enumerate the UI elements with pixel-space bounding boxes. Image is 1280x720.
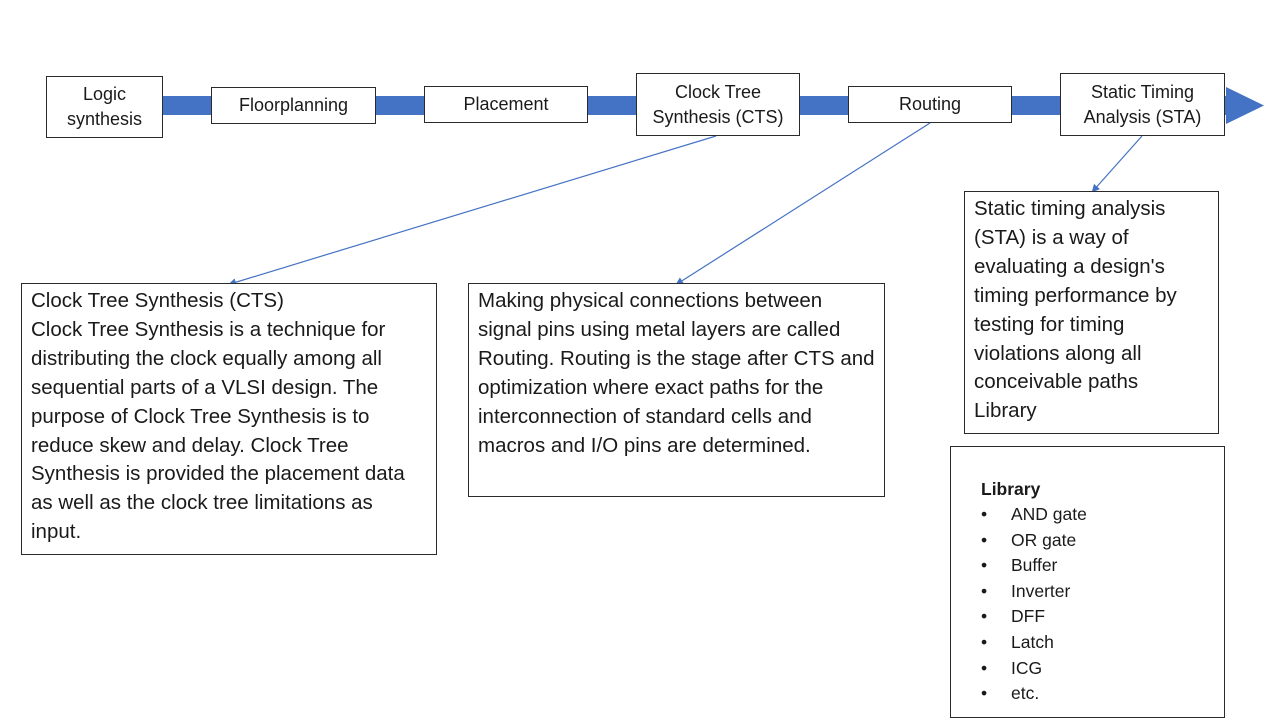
- stage-label: Static Timing Analysis (STA): [1083, 81, 1202, 127]
- library-item: ICG: [981, 656, 1224, 682]
- sta-description-box: Static timing analysis (STA) is a way of…: [964, 191, 1219, 434]
- stage-logic-synthesis: Logic synthesis: [46, 76, 163, 138]
- stage-placement: Placement: [424, 86, 588, 123]
- stage-routing: Routing: [848, 86, 1012, 123]
- cts-description-title: Clock Tree Synthesis (CTS): [31, 289, 284, 312]
- stage-label: Routing: [898, 94, 962, 114]
- library-item: Inverter: [981, 579, 1224, 605]
- routing-description-text: Making physical connections between sign…: [478, 289, 875, 457]
- stage-label: Clock Tree Synthesis (CTS): [652, 81, 784, 127]
- library-box: Library AND gate OR gate Buffer Inverter…: [950, 446, 1225, 718]
- library-list: AND gate OR gate Buffer Inverter DFF Lat…: [981, 502, 1224, 707]
- library-item: OR gate: [981, 528, 1224, 554]
- library-item: DFF: [981, 604, 1224, 630]
- stage-floorplanning: Floorplanning: [211, 87, 376, 124]
- routing-description-box: Making physical connections between sign…: [468, 283, 885, 497]
- stage-label: Logic synthesis: [66, 84, 143, 129]
- stage-label: Placement: [463, 94, 549, 114]
- stage-static-timing-analysis: Static Timing Analysis (STA): [1060, 73, 1225, 136]
- connector-cts-to-description: [228, 135, 717, 287]
- library-item: Latch: [981, 630, 1224, 656]
- sta-description-footer: Library: [974, 399, 1037, 423]
- library-item: AND gate: [981, 502, 1224, 528]
- sta-description-text: Static timing analysis (STA) is a way of…: [974, 197, 1177, 394]
- process-flow-arrowhead: [1226, 87, 1264, 124]
- connector-sta-to-description: [1091, 135, 1143, 193]
- stage-label: Floorplanning: [238, 95, 349, 115]
- stage-clock-tree-synthesis: Clock Tree Synthesis (CTS): [636, 73, 800, 136]
- library-item: Buffer: [981, 553, 1224, 579]
- connector-routing-to-description: [675, 122, 931, 286]
- cts-description-box: Clock Tree Synthesis (CTS) Clock Tree Sy…: [21, 283, 437, 555]
- library-title: Library: [981, 479, 1041, 499]
- cts-description-text: Clock Tree Synthesis is a technique for …: [31, 317, 405, 544]
- library-item: etc.: [981, 681, 1224, 707]
